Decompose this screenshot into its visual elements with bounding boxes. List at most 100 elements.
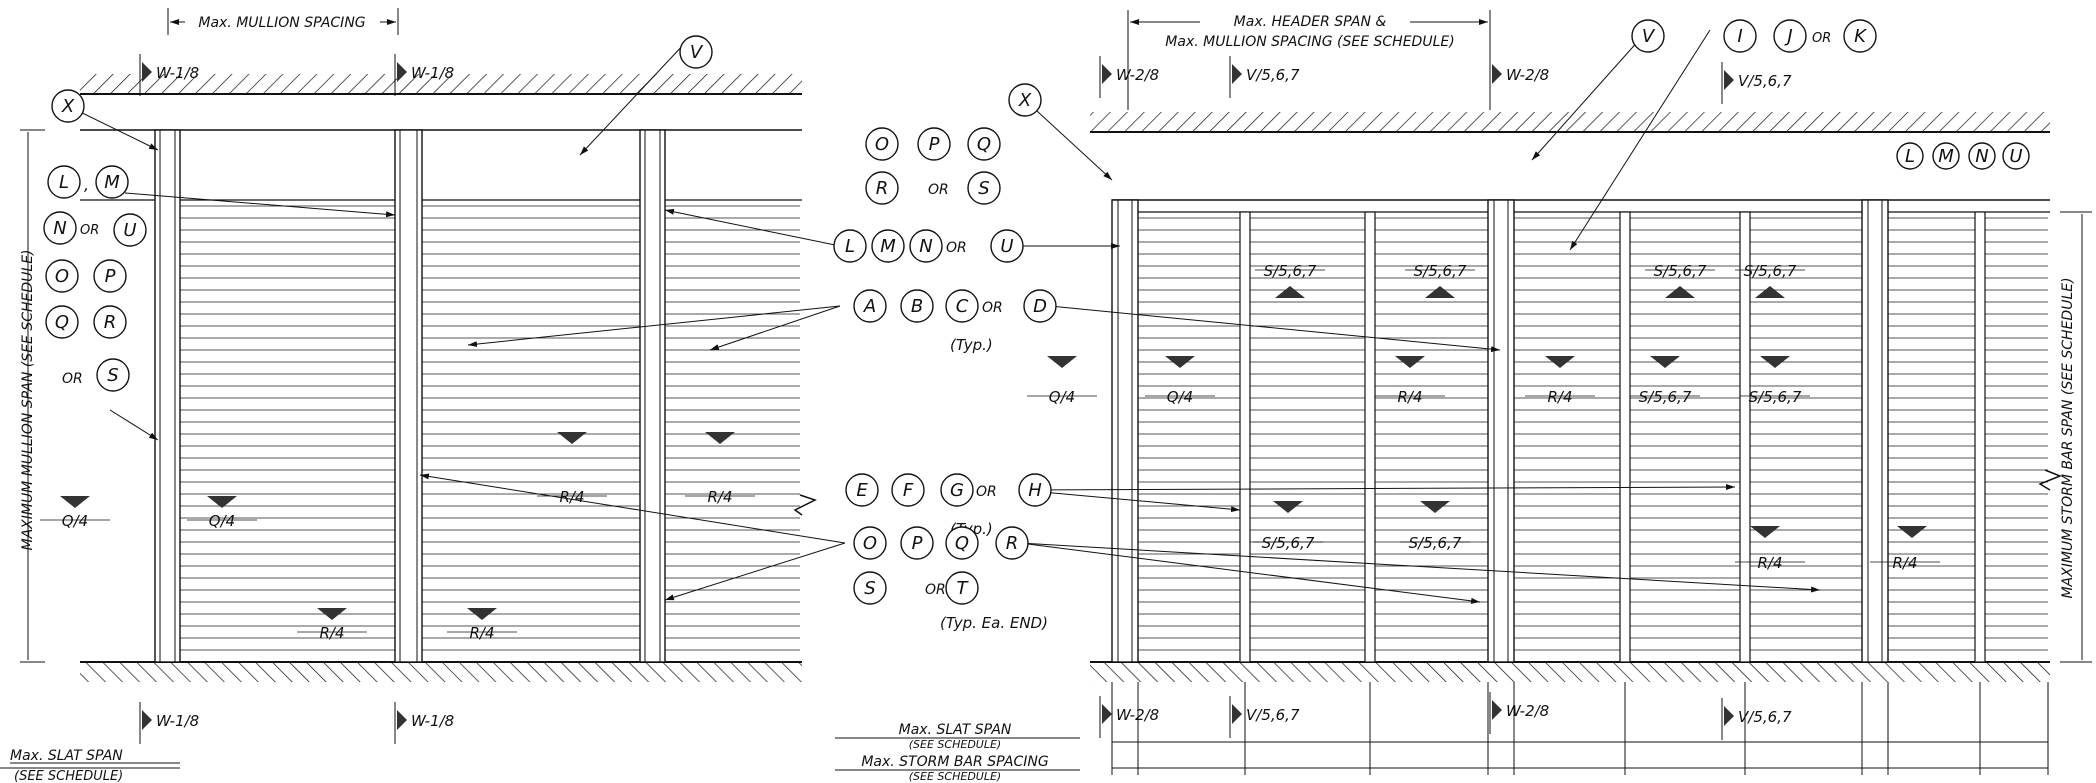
leader-line [664, 208, 841, 247]
callout-bubble-x [1008, 83, 1042, 117]
callout-letter-r: R [104, 312, 117, 333]
callout-bubble-o [853, 526, 887, 560]
mullion [1487, 199, 1515, 663]
storm-bar [1619, 211, 1631, 663]
mid-slat-span-sub: (SEE SCHEDULE) [909, 738, 1001, 751]
callout-letter-o: O [55, 266, 69, 287]
callout-letter-r: R [876, 178, 889, 199]
weld-triangle [1102, 704, 1112, 724]
mid-storm-bar-label: Max. STORM BAR SPACING [861, 754, 1049, 770]
callout-bubble-r [93, 305, 127, 339]
anchor-triangle [60, 496, 90, 508]
right-vertical-dimension: MAXIMUM STORM BAR SPAN (SEE SCHEDULE) [2060, 211, 2092, 663]
anchor-triangle [1665, 286, 1695, 298]
anchor-label: R/4 [469, 624, 494, 642]
anchor-triangle [467, 608, 497, 620]
leader-line [109, 409, 159, 441]
callout-or: OR [976, 484, 997, 500]
leader-line [1019, 542, 1821, 593]
callout-bubble-u [990, 229, 1024, 263]
storm-bar [1974, 211, 1986, 663]
callout-letter-p: P [105, 266, 116, 287]
anchor-label: R/4 [319, 624, 344, 642]
anchor-triangle [1650, 356, 1680, 368]
left-mullion-span-label: MAXIMUM MULLION SPAN (SEE SCHEDULE) [20, 249, 36, 550]
callout-letter-n: N [1975, 146, 1988, 167]
callout-bubble-u [2002, 142, 2030, 170]
weld-label-top: W-1/8 [156, 64, 199, 82]
callout-bubble-q [967, 127, 1001, 161]
mullion [639, 129, 666, 663]
weld-label-bottom: W-2/8 [1116, 706, 1159, 724]
weld-label-top: V/5,6,7 [1738, 72, 1792, 90]
weld-label-top: W-2/8 [1116, 66, 1159, 84]
callout-letter-q: Q [977, 134, 991, 155]
callout-bubble-q [45, 305, 79, 339]
anchor-label: R/4 [1892, 554, 1917, 572]
callout-bubble-e [845, 473, 879, 507]
leader-line [1024, 99, 1113, 181]
right-top-dimension: Max. HEADER SPAN & Max. MULLION SPACING … [1127, 10, 1491, 110]
callout-or: OR [925, 582, 946, 598]
callout-letter-d: D [1033, 296, 1047, 317]
callout-bubble-q [945, 526, 979, 560]
weld-label-bottom: W-1/8 [411, 712, 454, 730]
anchor-label: S/5,6,7 [1409, 534, 1462, 552]
callout-typ: (Typ.) [950, 336, 993, 354]
weld-label-bottom: W-2/8 [1506, 702, 1549, 720]
callout-bubble-c [945, 289, 979, 323]
anchor-label: R/4 [1757, 554, 1782, 572]
mullion [1861, 199, 1889, 663]
callout-bubble-p [93, 259, 127, 293]
callout-letter-x: X [1018, 90, 1032, 111]
anchor-triangle [1897, 526, 1927, 538]
mid-slat-span-label: Max. SLAT SPAN [899, 722, 1012, 738]
anchor-triangle [1165, 356, 1195, 368]
anchor-label: S/5,6,7 [1414, 262, 1467, 280]
callout-letter-u: U [1000, 236, 1013, 257]
leader-line [1531, 29, 1649, 161]
anchor-label: R/4 [559, 488, 584, 506]
callout-bubble-l [47, 165, 81, 199]
callout-letter-l: L [59, 172, 69, 193]
anchor-label: R/4 [1547, 388, 1572, 406]
callout-letter-i: I [1737, 26, 1742, 47]
left-vertical-dimension: MAXIMUM MULLION SPAN (SEE SCHEDULE) [20, 129, 45, 663]
callout-letter-c: C [956, 296, 969, 317]
anchor-triangle [1273, 501, 1303, 513]
anchor-label: Q/4 [1167, 388, 1193, 406]
callout-letter-h: H [1028, 480, 1042, 501]
callout-bubble-m [871, 229, 905, 263]
callout-bubble-n [43, 211, 77, 245]
right-dimension-ticks [1111, 682, 2049, 775]
left-top-hatch [80, 74, 802, 94]
leader-line [419, 473, 846, 544]
storm-bar [1739, 211, 1751, 663]
callout-letter-n: N [919, 236, 932, 257]
callout-bubble-v [679, 35, 713, 69]
left-slat-span-label: Max. SLAT SPAN [10, 748, 123, 764]
callout-letter-p: P [912, 533, 923, 554]
callout-letter-q: Q [55, 312, 69, 333]
callout-or: OR [982, 300, 1003, 316]
weld-label-top: W-1/8 [411, 64, 454, 82]
anchor-triangle [1750, 526, 1780, 538]
anchor-triangle [1755, 286, 1785, 298]
leader-line [1019, 484, 1736, 491]
callout-letter-o: O [875, 134, 889, 155]
weld-triangle [397, 62, 407, 82]
storm-bar [1364, 211, 1376, 663]
callout-bubble-j [1773, 19, 1807, 53]
leader-line [124, 192, 396, 218]
leader-lines [67, 29, 1821, 604]
callout-bubble-v [1631, 19, 1665, 53]
callout-letter-j: J [1784, 26, 1792, 47]
weld-triangle [142, 62, 152, 82]
weld-triangle [1492, 64, 1502, 84]
callout-letter-u: U [123, 220, 136, 241]
left-top-dimension: Max. MULLION SPACING [167, 8, 399, 35]
callout-letter-k: K [1854, 26, 1867, 47]
anchor-triangle [1395, 356, 1425, 368]
leader-line [1569, 29, 1711, 251]
